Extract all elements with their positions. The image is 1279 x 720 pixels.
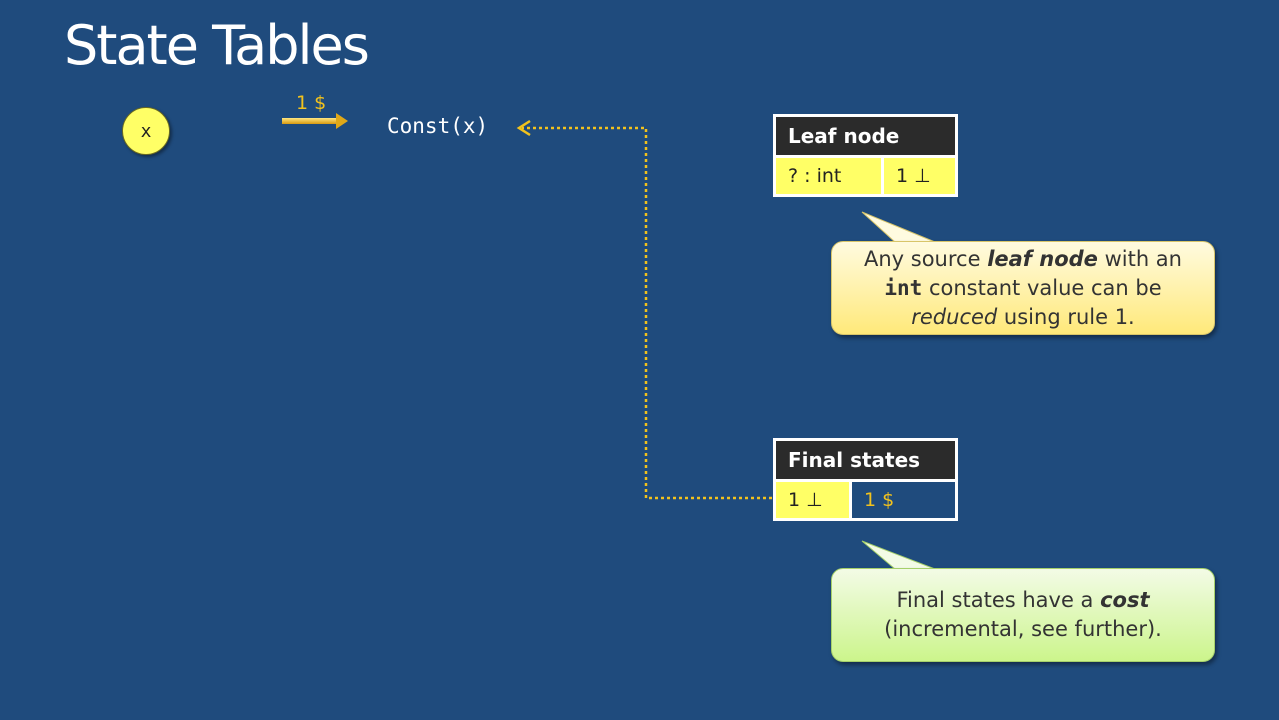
- edge-cost-label: 1 $: [296, 92, 327, 114]
- leaf-table-header: Leaf node: [776, 117, 955, 155]
- leaf-table-pattern-cell: ? : int: [776, 158, 881, 194]
- leaf-table-row: ? : int 1 ⊥: [776, 158, 955, 194]
- final-table-row: 1 ⊥ 1 $: [776, 482, 955, 518]
- final-table-cost-cell: 1 $: [852, 482, 955, 518]
- tree-node-x: x: [122, 107, 170, 155]
- final-states-callout: Final states have a cost (incremental, s…: [831, 568, 1215, 662]
- slide-title: State Tables: [64, 14, 370, 77]
- leaf-node-table: Leaf node ? : int 1 ⊥: [773, 114, 958, 197]
- connector-arrowhead-icon: [516, 119, 531, 137]
- callout1-line2: int constant value can be: [884, 276, 1162, 300]
- final-table-header: Final states: [776, 441, 955, 479]
- callout2-line2: (incremental, see further).: [884, 617, 1162, 641]
- edge-arrow-icon: [282, 113, 348, 129]
- dotted-connector: [522, 126, 772, 500]
- leaf-table-state-cell: 1 ⊥: [884, 158, 955, 194]
- callout1-line1: Any source leaf node with an: [863, 247, 1182, 271]
- callout2-line1: Final states have a cost: [896, 588, 1150, 612]
- expression-const: Const(x): [387, 114, 489, 138]
- callout2-tail: [861, 540, 936, 570]
- final-states-table: Final states 1 ⊥ 1 $: [773, 438, 958, 521]
- callout1-tail: [861, 211, 936, 243]
- leaf-node-callout: Any source leaf node with an int constan…: [831, 241, 1215, 335]
- final-table-state-cell: 1 ⊥: [776, 482, 849, 518]
- callout1-line3: reduced using rule 1.: [911, 305, 1135, 329]
